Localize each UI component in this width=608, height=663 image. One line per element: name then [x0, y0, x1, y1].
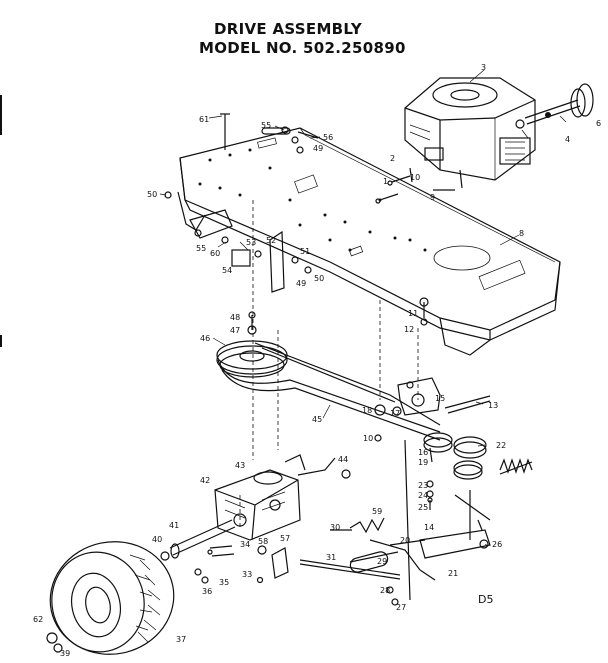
callout-6: 6: [596, 119, 601, 128]
callout-30: 30: [330, 523, 340, 532]
callout-42: 42: [200, 476, 210, 485]
sheet-code: D5: [478, 593, 494, 606]
brake-spring-part: [499, 458, 533, 475]
callout-55-left: 55: [196, 244, 206, 253]
callout-43: 43: [235, 461, 245, 470]
callout-9: 9: [430, 193, 435, 202]
frame-rear-bracket: [189, 209, 233, 239]
callout-24: 24: [418, 491, 428, 500]
callout-37: 37: [176, 635, 186, 644]
callout-1: 1: [383, 177, 388, 186]
callout-14: 14: [424, 523, 434, 532]
callout-53: 53: [246, 238, 256, 247]
callout-27: 27: [396, 603, 406, 612]
callout-50-left: 50: [147, 190, 157, 199]
transaxle-fasteners: [194, 545, 289, 584]
callout-11: 11: [408, 309, 418, 318]
callout-16: 16: [418, 448, 428, 457]
transmission-pulley-part: [216, 340, 288, 378]
callout-47: 47: [230, 326, 240, 335]
callout-8: 8: [519, 229, 524, 238]
callout-3: 3: [481, 63, 486, 72]
callout-48: 48: [230, 313, 240, 322]
callout-29: 29: [377, 557, 387, 566]
callout-12: 12: [404, 325, 414, 334]
callout-49-lower: 49: [296, 279, 306, 288]
callout-46: 46: [200, 334, 210, 343]
engine-pulley-part: [515, 83, 594, 129]
callout-17: 17: [390, 409, 400, 418]
callout-21: 21: [448, 569, 458, 578]
callout-leaders: [159, 69, 567, 547]
rear-axle-part: [160, 519, 236, 561]
callout-4: 4: [565, 135, 570, 144]
engine-mount-bolts: [375, 167, 455, 204]
transaxle-part: [214, 454, 351, 541]
callout-61: 61: [199, 115, 209, 124]
callout-13: 13: [488, 401, 498, 410]
callout-59: 59: [372, 507, 382, 516]
callout-51: 51: [300, 247, 310, 256]
callout-19: 19: [418, 458, 428, 467]
callout-25: 25: [418, 503, 428, 512]
callout-20: 20: [400, 536, 410, 545]
callout-49-top: 49: [313, 144, 323, 153]
rear-wheel-part: [46, 541, 175, 655]
callout-28: 28: [380, 586, 390, 595]
callout-58: 58: [258, 537, 268, 546]
alignment-lines: [239, 200, 419, 530]
scan-edge-mark: [0, 95, 2, 135]
callout-44: 44: [338, 455, 348, 464]
frame-part: [179, 127, 561, 341]
callout-60: 60: [210, 249, 220, 258]
shift-linkage-part: [299, 517, 401, 580]
callout-36: 36: [202, 587, 212, 596]
callout-10-lower: 10: [363, 434, 373, 443]
clutch-fastener-stack: [426, 480, 434, 510]
callout-22: 22: [496, 441, 506, 450]
engine-part: [404, 77, 536, 189]
frame-left-tab: [177, 191, 206, 231]
callout-18: 18: [362, 406, 372, 415]
callout-52: 52: [266, 236, 276, 245]
callout-34: 34: [240, 540, 250, 549]
callout-56: 56: [323, 133, 333, 142]
callout-40: 40: [152, 535, 162, 544]
callout-55-top: 55: [261, 121, 271, 130]
callout-45: 45: [312, 415, 322, 424]
callout-labels: 1 2 3 4 6 8 9 10 10 11 12 13 14 15 16 17…: [33, 63, 601, 658]
callout-54: 54: [222, 266, 232, 275]
callout-31: 31: [326, 553, 336, 562]
callout-26: 26: [492, 540, 502, 549]
diagram-title: DRIVE ASSEMBLY: [214, 20, 363, 38]
idler-pulley-part: [423, 432, 487, 480]
callout-15: 15: [435, 394, 445, 403]
frame-front-bracket: [439, 317, 491, 356]
model-number: MODEL NO. 502.250890: [199, 39, 406, 57]
callout-50-lower: 50: [314, 274, 324, 283]
callout-41: 41: [169, 521, 179, 530]
callout-62: 62: [33, 615, 43, 624]
frame-fasteners: [164, 113, 319, 244]
callout-39: 39: [60, 649, 70, 658]
callout-57: 57: [280, 534, 290, 543]
callout-35: 35: [219, 578, 229, 587]
drive-belt-part: [217, 342, 441, 441]
callout-10-top: 10: [410, 173, 420, 182]
scan-edge-mark: [0, 335, 2, 347]
idler-bracket-part: [374, 377, 491, 442]
transmission-pulley-fasteners: [247, 311, 257, 335]
callout-23: 23: [418, 481, 428, 490]
clutch-brake-linkage-part: [369, 439, 491, 606]
frame-brackets: [231, 230, 429, 326]
callout-2: 2: [390, 154, 395, 163]
callout-33: 33: [242, 570, 252, 579]
